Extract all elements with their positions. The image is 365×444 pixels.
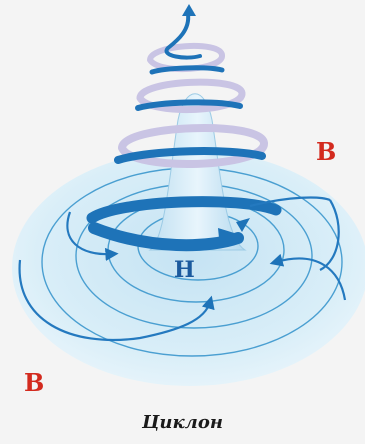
inflow-arrows — [18, 196, 347, 342]
high-pressure-label-left: В — [24, 368, 45, 397]
high-pressure-label-right: В — [316, 137, 337, 166]
spiral-fronts — [86, 12, 282, 252]
right-front-arrow-icon — [236, 218, 250, 232]
diagram-caption: Циклон — [142, 412, 223, 433]
low-pressure-label: Н — [174, 257, 195, 283]
updraft-arrow-icon — [182, 4, 196, 16]
front-arrow-icon — [218, 228, 244, 248]
